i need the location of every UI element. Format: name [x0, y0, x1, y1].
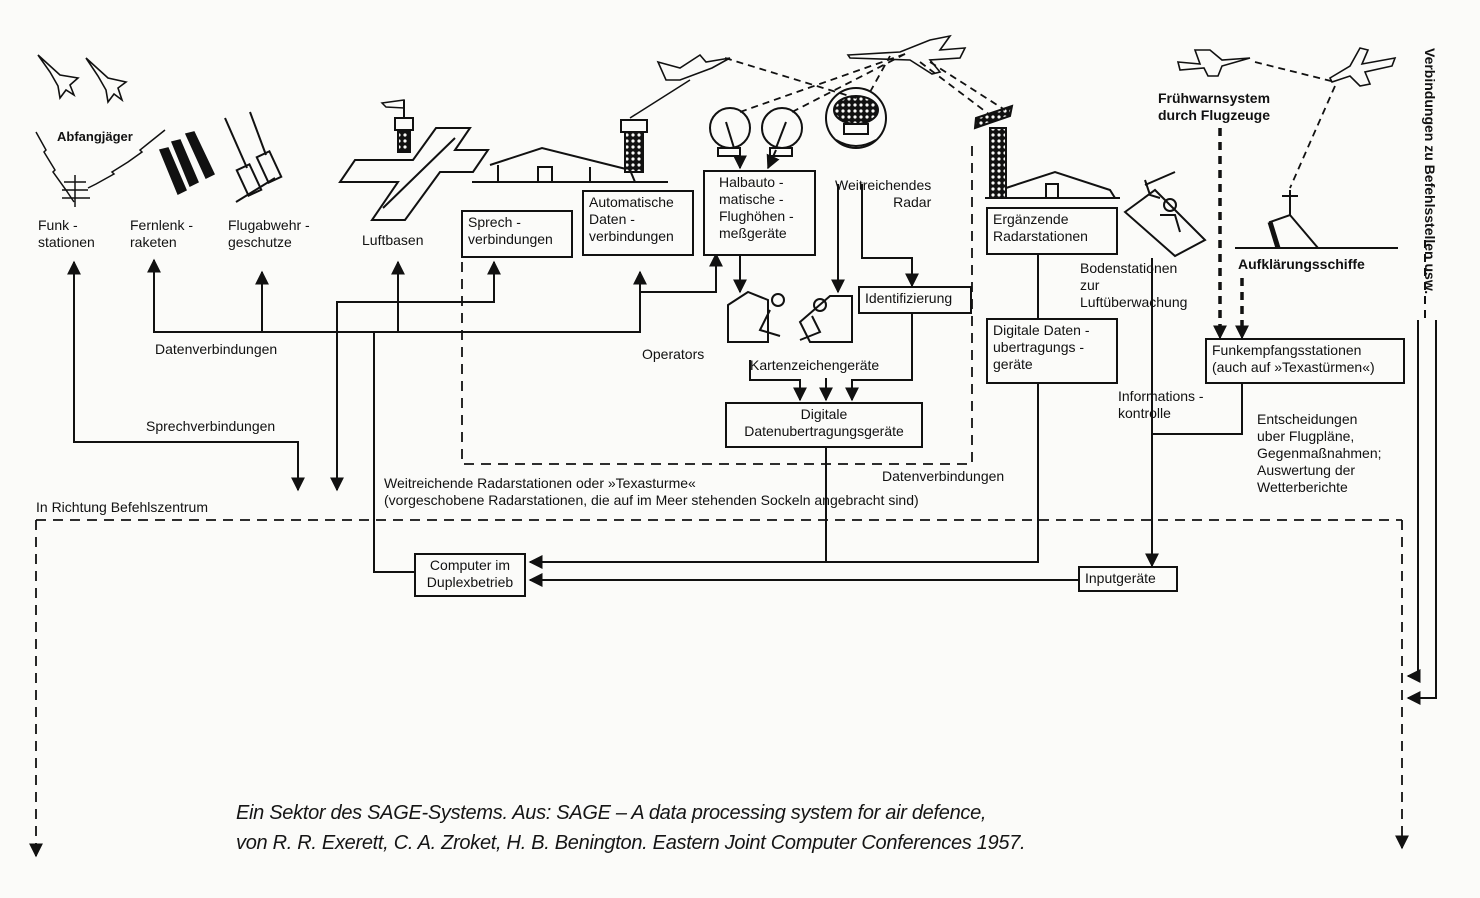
early-warning-link: [1218, 128, 1244, 330]
early-warning-label: Frühwarnsystem durch Flugzeuge: [1158, 90, 1270, 124]
bodenstationen-label: Bodenstationen zur Luftüberwachung: [1080, 260, 1187, 311]
datenverbindungen-right-label: Datenverbindungen: [882, 468, 1005, 484]
label-line: Radar: [893, 194, 932, 210]
weapon-label-fernlenk: Fernlenk - raketen: [130, 217, 193, 251]
interceptor-jet-icon: [37, 54, 128, 104]
early-warning-plane-icon: [1176, 47, 1397, 87]
weapon-label-line: stationen: [38, 234, 95, 250]
aa-gun-icon: [224, 111, 283, 203]
label-line: kontrolle: [1118, 405, 1171, 421]
label-line: Weitreichende Radarstationen oder »Texas…: [384, 475, 696, 491]
auto-daten-box: Automatische Daten - verbindungen: [582, 190, 694, 256]
weapon-label-line: raketen: [130, 234, 177, 250]
box-line: Datenubertragungsgeräte: [744, 423, 904, 439]
entscheidungen-label: Entscheidungen uber Flugpläne, Gegenmaßn…: [1257, 411, 1382, 496]
figure-caption: Ein Sektor des SAGE-Systems. Aus: SAGE –…: [236, 798, 1026, 858]
halbauto-box: Halbauto - matische - Flughöhen - meßger…: [703, 170, 816, 256]
box-line: geräte: [993, 356, 1033, 372]
box-line: Halbauto -: [719, 174, 784, 190]
label-line: zur: [1080, 277, 1100, 293]
box-line: matische -: [719, 191, 784, 207]
ergaenzende-box: Ergänzende Radarstationen: [986, 207, 1118, 255]
box-line: Inputgeräte: [1085, 570, 1156, 586]
label-line: Auswertung der: [1257, 462, 1356, 478]
label-line: Luftüberwachung: [1080, 294, 1188, 310]
richtung-befehlszentrum-label: In Richtung Befehlszentrum: [36, 499, 208, 515]
label-line: Gegenmaßnahmen;: [1257, 445, 1382, 461]
box-line: Digitale: [800, 406, 848, 422]
box-line: Identifizierung: [865, 290, 953, 306]
label-line: Frühwarnsystem: [1158, 90, 1271, 106]
label-line: Weitreichendes: [835, 177, 932, 193]
operators-icon: [727, 290, 853, 343]
arrowheads: [67, 149, 1421, 705]
computer-box: Computer im Duplexbetrieb: [414, 553, 526, 597]
weapon-label-line: Flugabwehr -: [228, 217, 310, 233]
target-plane-icon: [846, 34, 967, 75]
ground-observer-icon: [1123, 171, 1207, 258]
interceptors-label: Abfangjäger: [57, 129, 133, 144]
weapon-label-luftbasen: Luftbasen: [362, 232, 424, 249]
operations-building-icon: [472, 119, 668, 183]
digitale-central-box: Digitale Datenubertragungsgeräte: [725, 402, 923, 448]
box-line: verbindungen: [589, 228, 674, 244]
box-line: Flughöhen -: [719, 208, 794, 224]
funkempfang-box: Funkempfangsstationen (auch auf »Texastü…: [1205, 338, 1405, 384]
sector-boundary: [35, 140, 1403, 850]
guided-missile-icon: [158, 131, 215, 196]
box-line: Ergänzende: [993, 211, 1069, 227]
box-line: Sprech -: [468, 214, 521, 230]
long-range-radar-icon: [825, 87, 887, 149]
box-line: Daten -: [589, 211, 635, 227]
box-line: Funkempfangsstationen: [1212, 342, 1362, 358]
height-finder-icon: [709, 107, 803, 157]
label-line: (vorgeschobene Radarstationen, die auf i…: [384, 492, 919, 508]
weapon-label-line: Fernlenk -: [130, 217, 194, 233]
kartenzeichen-label: Kartenzeichengeräte: [750, 357, 880, 373]
radio-link-lines: [724, 53, 1336, 189]
sprechverbindungen-label: Sprechverbindungen: [146, 418, 276, 434]
box-line: (auch auf »Texastürmen«): [1212, 359, 1375, 375]
reconnaissance-ships-label: Aufklärungsschiffe: [1238, 256, 1365, 272]
radio-station-icon: [35, 129, 166, 207]
digitale-right-box: Digitale Daten - ubertragungs - geräte: [986, 318, 1118, 384]
weapon-label-line: geschutze: [228, 234, 292, 250]
box-line: Duplexbetrieb: [426, 574, 514, 590]
label-line: uber Flugpläne,: [1257, 428, 1355, 444]
box-line: verbindungen: [468, 231, 553, 247]
input-box: Inputgeräte: [1078, 566, 1178, 592]
label-line: Wetterberichte: [1257, 479, 1348, 495]
caption-line: von R. R. Exerett, C. A. Zroket, H. B. B…: [236, 832, 1026, 854]
informationskontrolle-label: Informations - kontrolle: [1118, 388, 1204, 422]
weapon-label-funk: Funk - stationen: [38, 217, 95, 251]
sprech-box: Sprech - verbindungen: [461, 210, 573, 258]
box-line: ubertragungs -: [993, 339, 1085, 355]
datenverbindungen-left-label: Datenverbindungen: [155, 341, 278, 357]
operators-label: Operators: [642, 346, 705, 362]
command-links-label: Verbindungen zu Befehlsstellen usw.: [1422, 48, 1438, 295]
box-line: Radarstationen: [993, 228, 1088, 244]
long-range-radar-label: Weitreichendes Radar: [835, 177, 931, 211]
label-line: Informations -: [1118, 388, 1204, 404]
box-line: Automatische: [589, 194, 674, 210]
texas-towers-label: Weitreichende Radarstationen oder »Texas…: [384, 475, 919, 509]
fighter-jet-icon: [656, 53, 731, 81]
weapon-label-line: Funk -: [38, 217, 78, 233]
weapon-label-flak: Flugabwehr - geschutze: [228, 217, 310, 251]
label-line: Entscheidungen: [1257, 411, 1358, 427]
caption-line: Ein Sektor des SAGE-Systems. Aus: SAGE –…: [236, 802, 987, 824]
label-line: durch Flugzeuge: [1158, 107, 1270, 123]
weapon-label-line: Luftbasen: [362, 232, 424, 248]
label-line: Bodenstationen: [1080, 260, 1178, 276]
box-line: Computer im: [429, 557, 511, 573]
identifizierung-box: Identifizierung: [858, 286, 972, 314]
texas-tower-icon: [973, 104, 1120, 199]
airbase-icon: [338, 99, 490, 221]
reconnaissance-ship-icon: [1235, 190, 1398, 249]
box-line: Digitale Daten -: [993, 322, 1090, 338]
box-line: meßgeräte: [719, 225, 787, 241]
